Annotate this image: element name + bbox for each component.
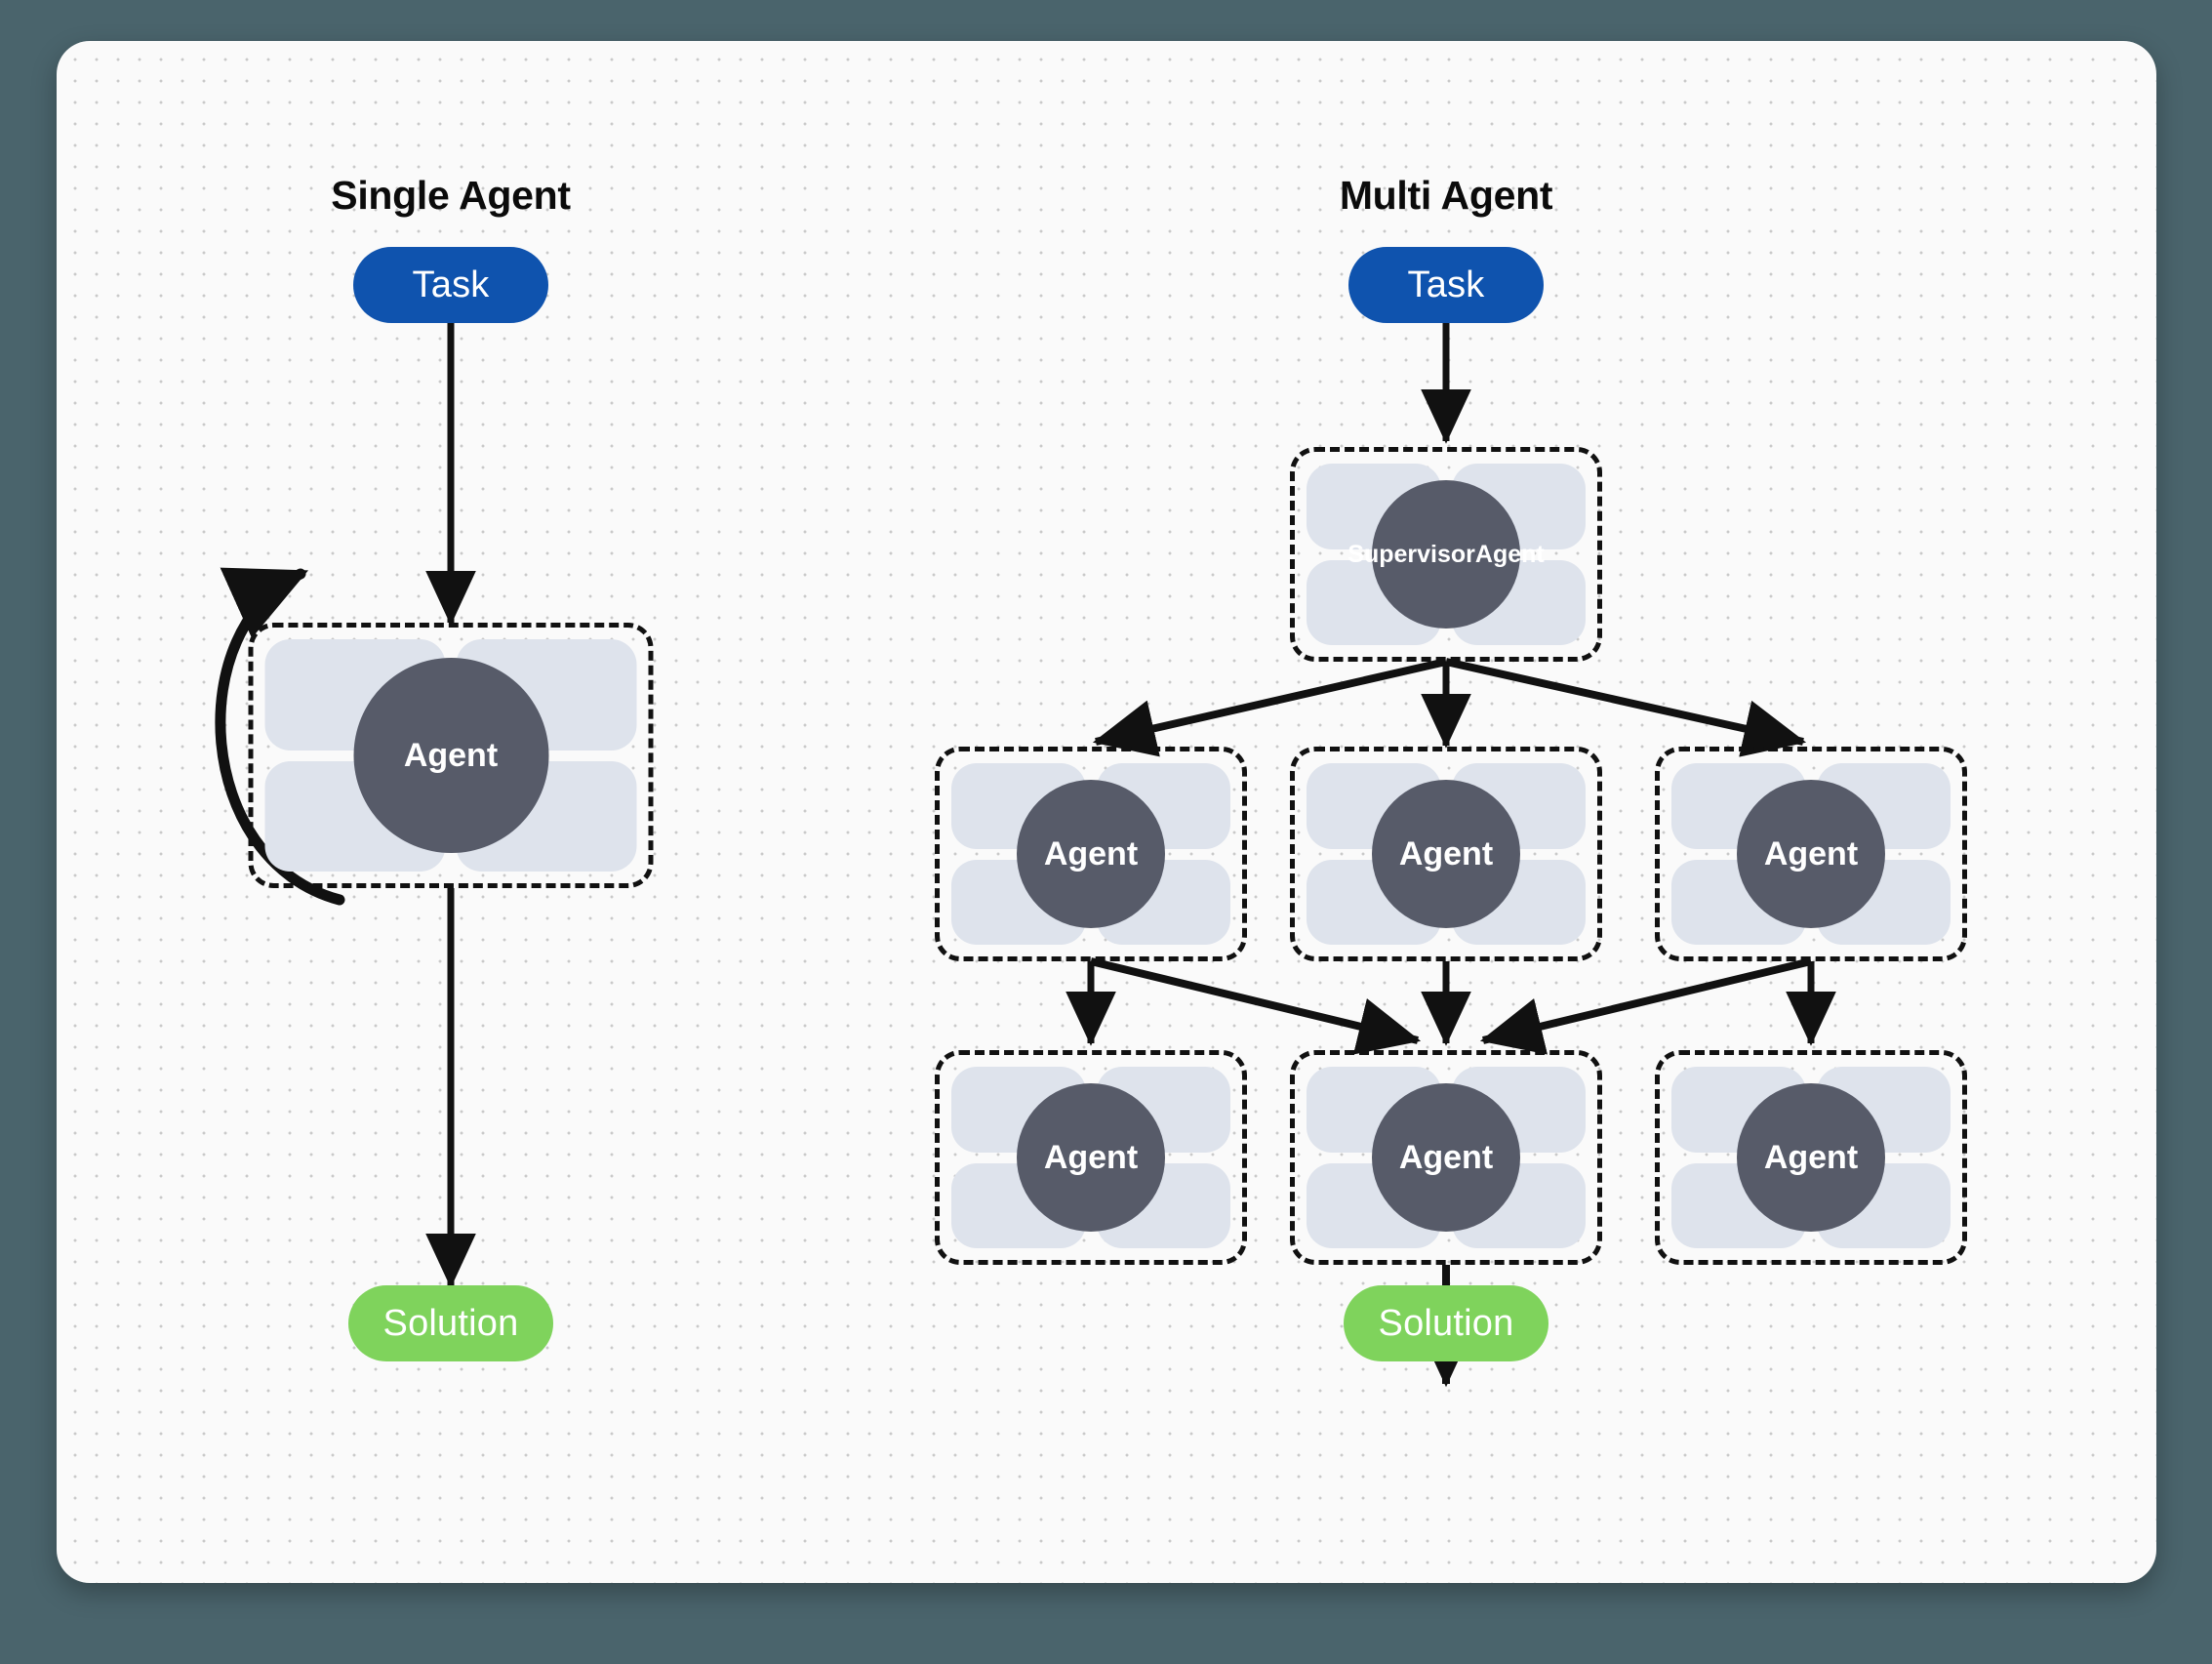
- agent-core-circle[interactable]: Agent: [1737, 1083, 1885, 1232]
- agent-core-circle[interactable]: Agent: [1017, 1083, 1165, 1232]
- single-agent-cluster[interactable]: Agent: [248, 623, 654, 888]
- agent-core-circle[interactable]: Agent: [1737, 780, 1885, 928]
- edge-right-to-center: [1479, 957, 1812, 1055]
- panel-title-multi-agent: Multi Agent: [1339, 173, 1553, 218]
- agent-core-circle[interactable]: Agent: [1372, 780, 1520, 928]
- agent-cluster-row2-right[interactable]: Agent: [1655, 747, 1967, 961]
- single-task-pill[interactable]: Task: [353, 247, 548, 323]
- agent-core-circle[interactable]: Agent: [353, 658, 548, 853]
- multi-solution-pill[interactable]: Solution: [1344, 1285, 1548, 1361]
- edge-supervisor-to-left: [1092, 658, 1447, 757]
- panel-title-single-agent: Single Agent: [331, 173, 571, 218]
- agent-core-circle[interactable]: Agent: [1017, 780, 1165, 928]
- multi-task-pill[interactable]: Task: [1348, 247, 1544, 323]
- agent-core-circle[interactable]: Agent: [1372, 1083, 1520, 1232]
- supervisor-line-2: Agent: [1474, 540, 1545, 568]
- agent-cluster-row2-left[interactable]: Agent: [935, 747, 1247, 961]
- agent-cluster-row3-left[interactable]: Agent: [935, 1050, 1247, 1265]
- single-solution-pill[interactable]: Solution: [348, 1285, 553, 1361]
- diagram-canvas: Single Agent Multi Agent Task Agent Solu…: [57, 41, 2156, 1583]
- agent-cluster-row3-right[interactable]: Agent: [1655, 1050, 1967, 1265]
- agent-cluster-row3-center[interactable]: Agent: [1290, 1050, 1602, 1265]
- edge-supervisor-to-right: [1445, 658, 1807, 757]
- supervisor-line-1: Supervisor: [1347, 540, 1475, 568]
- agent-cluster-row2-center[interactable]: Agent: [1290, 747, 1602, 961]
- edge-left-to-center: [1090, 957, 1422, 1055]
